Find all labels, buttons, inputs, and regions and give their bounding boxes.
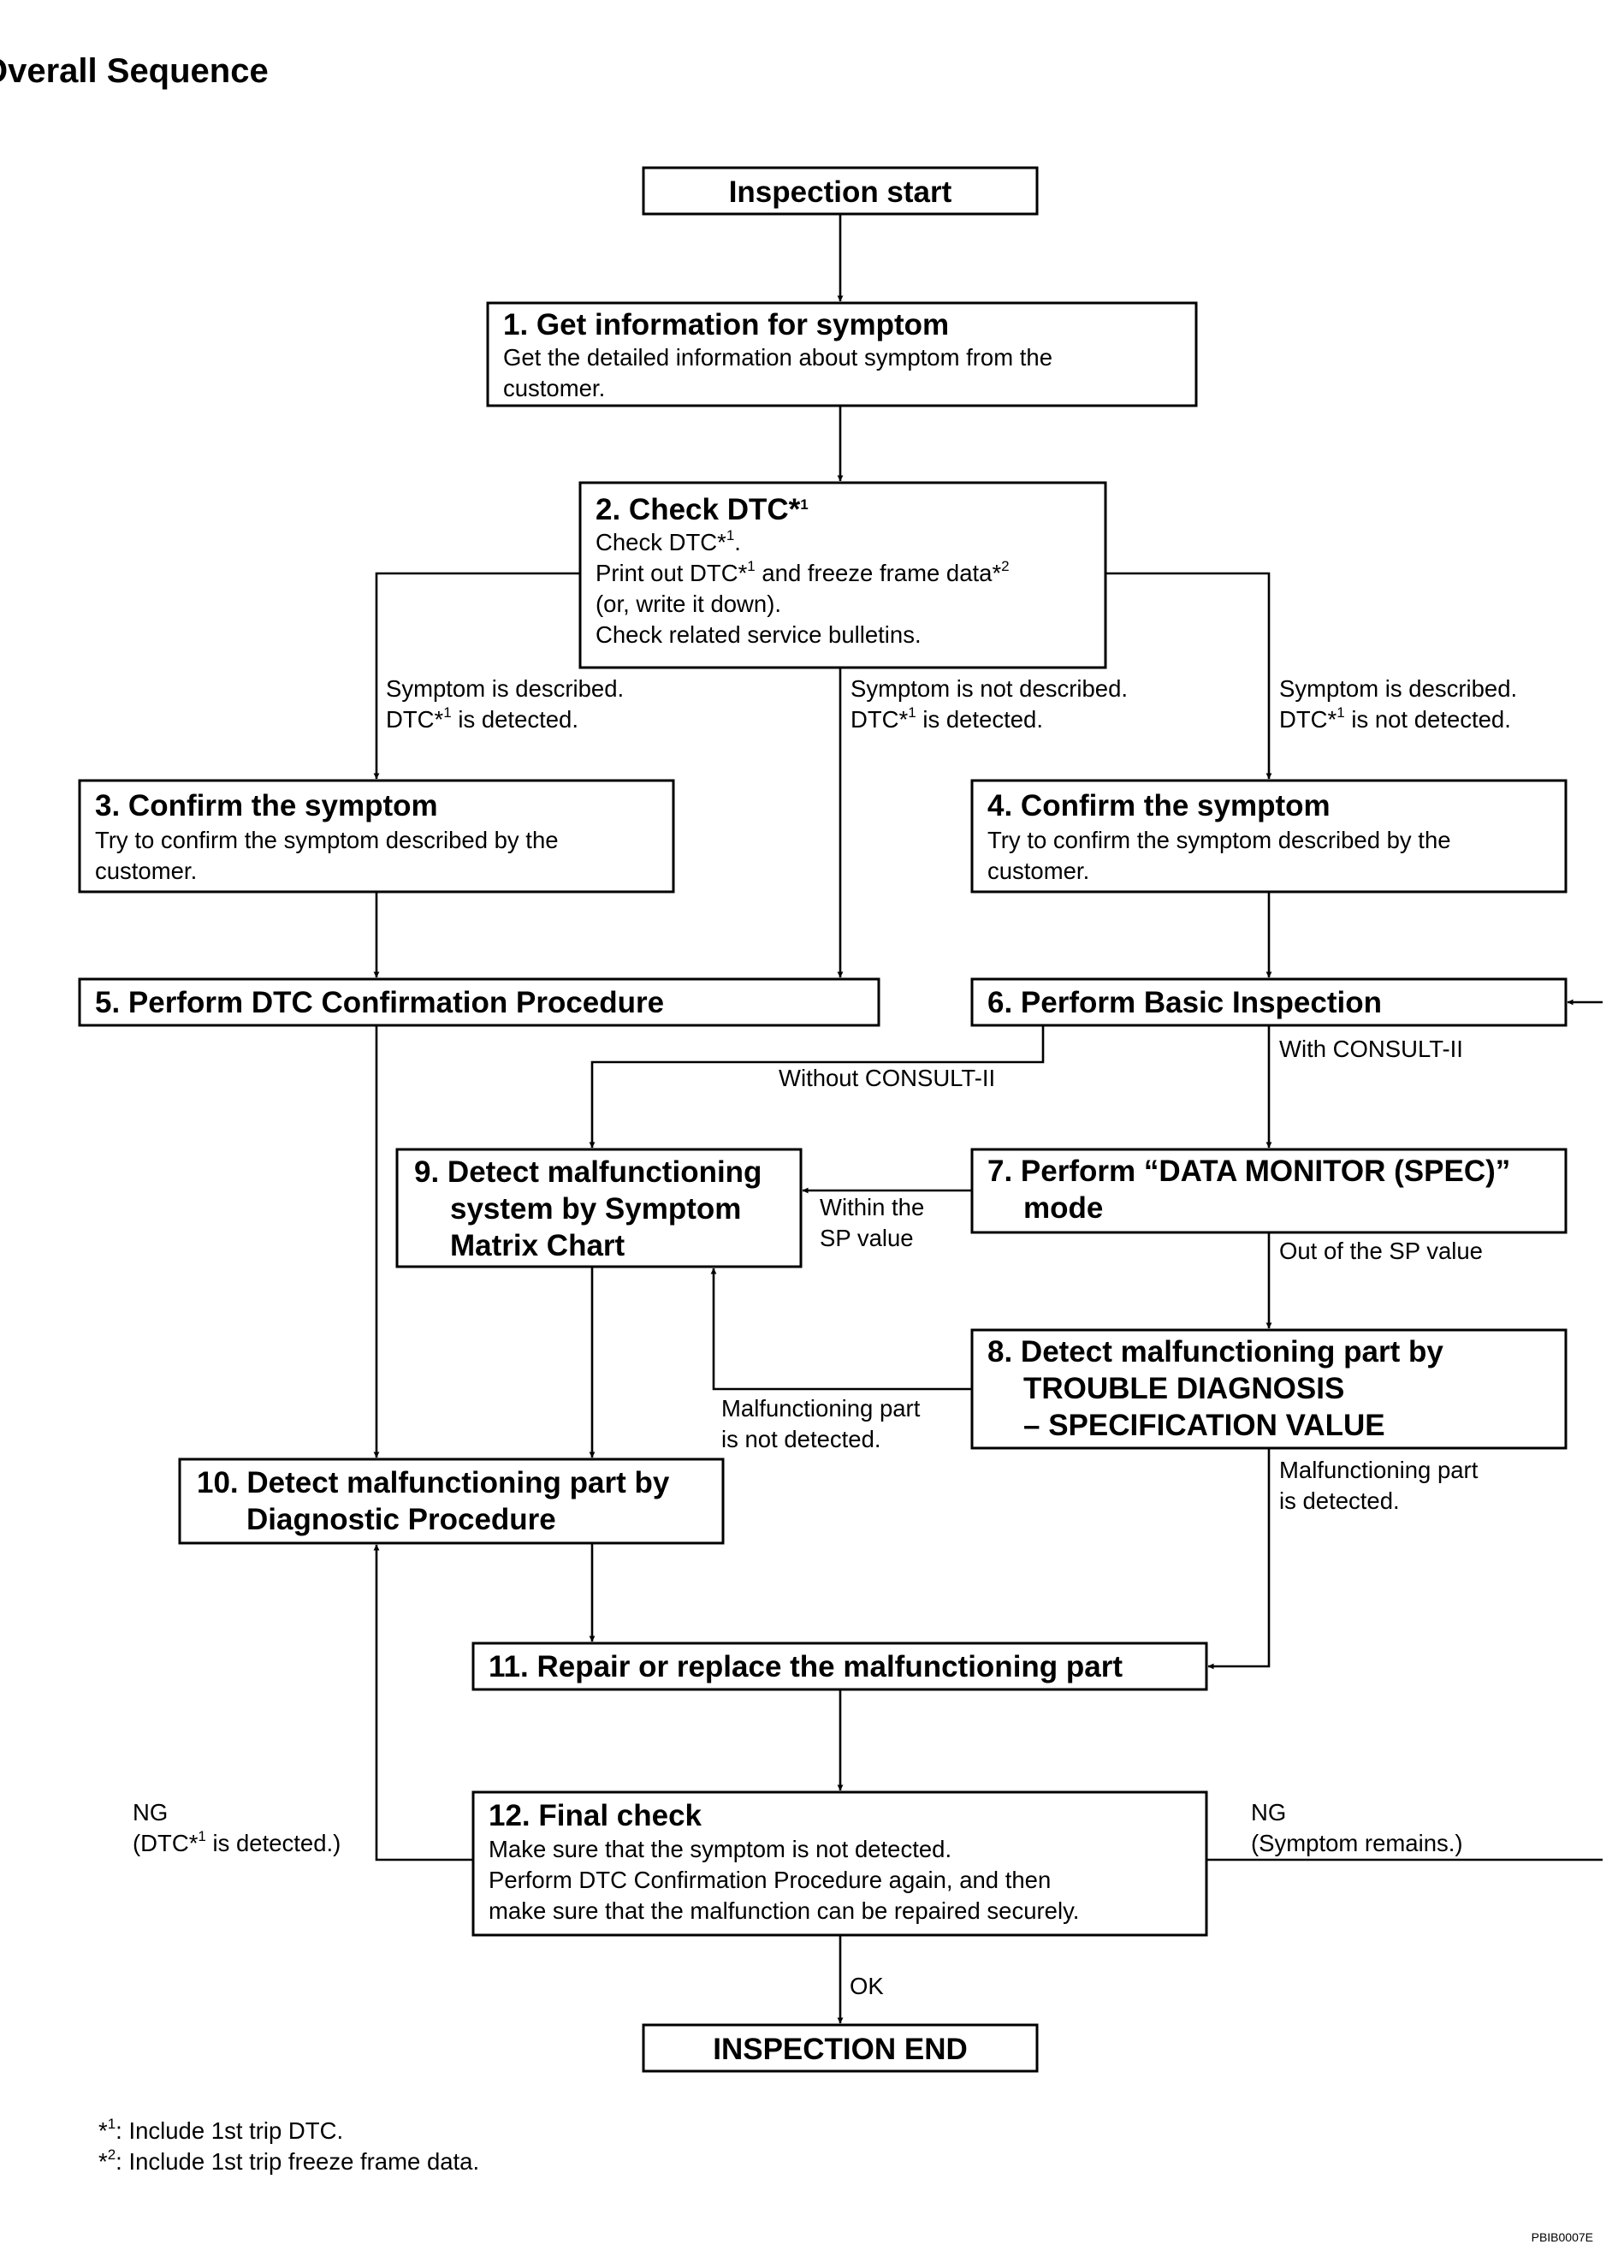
label-to3-1: Symptom is described.: [386, 675, 624, 702]
label-ng-right-2: (Symptom remains.): [1251, 1830, 1463, 1856]
step1-body-1: Get the detailed information about sympt…: [503, 344, 1052, 371]
step2-title: 2. Check DTC*1​: [596, 493, 809, 526]
step9-title-3: Matrix Chart: [450, 1229, 625, 1262]
step4-box: [970, 779, 1568, 894]
figure-code: PBIB0007E: [1532, 2230, 1593, 2244]
step7-title-1: 7. Perform “DATA MONITOR (SPEC)”: [987, 1155, 1510, 1188]
step1-box: [486, 301, 1198, 407]
label-detected-1: Malfunctioning part: [1279, 1457, 1479, 1483]
step12-body-2: Perform DTC Confirmation Procedure again…: [489, 1867, 1051, 1893]
label-to4-2: DTC*1​ is not detected.: [1279, 704, 1511, 733]
arrow-6-to-9: [589, 1025, 1045, 1149]
footnote-1: *1​: Include 1st trip DTC.: [98, 2116, 343, 2144]
step2-body-4: Check related service bulletins.: [596, 621, 922, 648]
step12-box: [471, 1790, 1208, 1937]
step2-body-3: (or, write it down).: [596, 591, 781, 617]
step9-title-2: system by Symptom: [450, 1192, 741, 1226]
step9-title-1: 9. Detect malfunctioning: [414, 1155, 762, 1189]
label-to5-1: Symptom is not described.: [851, 675, 1128, 702]
step4-body-1: Try to confirm the symptom described by …: [987, 827, 1451, 853]
step12-title: 12. Final check: [489, 1799, 702, 1832]
end-title: INSPECTION END: [713, 2033, 968, 2066]
label-within-sp-2: SP value: [820, 1225, 914, 1251]
label-to4-1: Symptom is described.: [1279, 675, 1517, 702]
step12-body-3: make sure that the malfunction can be re…: [489, 1897, 1079, 1924]
label-ng-left-1: NG: [133, 1799, 168, 1826]
end-box: [642, 2023, 1039, 2073]
step4-title: 4. Confirm the symptom: [987, 789, 1331, 822]
label-with-consult: With CONSULT-II: [1279, 1036, 1463, 1062]
step10-title-1: 10. Detect malfunctioning part by: [197, 1466, 670, 1499]
label-ng-right-1: NG: [1251, 1799, 1286, 1826]
label-to5-2: DTC*1​ is detected.: [851, 704, 1043, 733]
step12-body-1: Make sure that the symptom is not detect…: [489, 1836, 951, 1862]
step4-body-2: customer.: [987, 858, 1089, 884]
label-out-sp: Out of the SP value: [1279, 1238, 1483, 1264]
arrow-12-ng-to-10: [373, 1544, 473, 1861]
step11-title: 11. Repair or replace the malfunctioning…: [489, 1650, 1123, 1683]
arrow-8-to-9: [710, 1268, 972, 1391]
step10-box: [178, 1458, 725, 1545]
step3-title: 3. Confirm the symptom: [95, 789, 438, 822]
label-within-sp-1: Within the: [820, 1194, 924, 1220]
start-box: [642, 166, 1039, 216]
arrow-2-to-3: [373, 572, 580, 780]
step8-title-3: – SPECIFICATION VALUE: [1023, 1409, 1385, 1442]
start-title: Inspection start: [729, 175, 952, 209]
step3-body-2: customer.: [95, 858, 197, 884]
step8-title-2: TROUBLE DIAGNOSIS: [1023, 1372, 1344, 1405]
step8-title-1: 8. Detect malfunctioning part by: [987, 1335, 1443, 1369]
step11-box: [471, 1642, 1208, 1691]
step5-box: [78, 977, 880, 1027]
footnote-2: *2​: Include 1st trip freeze frame data.: [98, 2146, 479, 2175]
step2-body-2: Print out DTC*1​ and freeze frame data*2…: [596, 558, 1010, 586]
step5-title: 5. Perform DTC Confirmation Procedure: [95, 986, 664, 1019]
label-ok: OK: [850, 1973, 884, 1999]
step7-title-2: mode: [1023, 1191, 1103, 1225]
section-title: Overall Sequence: [0, 52, 269, 90]
arrow-2-to-4: [1105, 572, 1272, 780]
step3-box: [78, 779, 675, 894]
step8-box: [970, 1328, 1568, 1450]
step2-body-1: Check DTC*1​.: [596, 527, 741, 555]
label-without-consult: Without CONSULT-II: [779, 1065, 995, 1091]
label-detected-2: is detected.: [1279, 1487, 1400, 1514]
step10-title-2: Diagnostic Procedure: [246, 1503, 556, 1536]
step1-body-2: customer.: [503, 375, 605, 401]
label-to3-2: DTC*1​ is detected.: [386, 704, 578, 733]
arrow-8-to-11: [1207, 1448, 1271, 1670]
step2-box: [578, 481, 1107, 669]
step1-title: 1. Get information for symptom: [503, 308, 949, 341]
step9-box: [395, 1148, 803, 1268]
label-ng-left-2: (DTC*1​ is detected.): [133, 1828, 341, 1856]
step6-title: 6. Perform Basic Inspection: [987, 986, 1382, 1019]
step3-body-1: Try to confirm the symptom described by …: [95, 827, 559, 853]
label-not-detected-1: Malfunctioning part: [721, 1395, 921, 1422]
label-not-detected-2: is not detected.: [721, 1426, 881, 1452]
